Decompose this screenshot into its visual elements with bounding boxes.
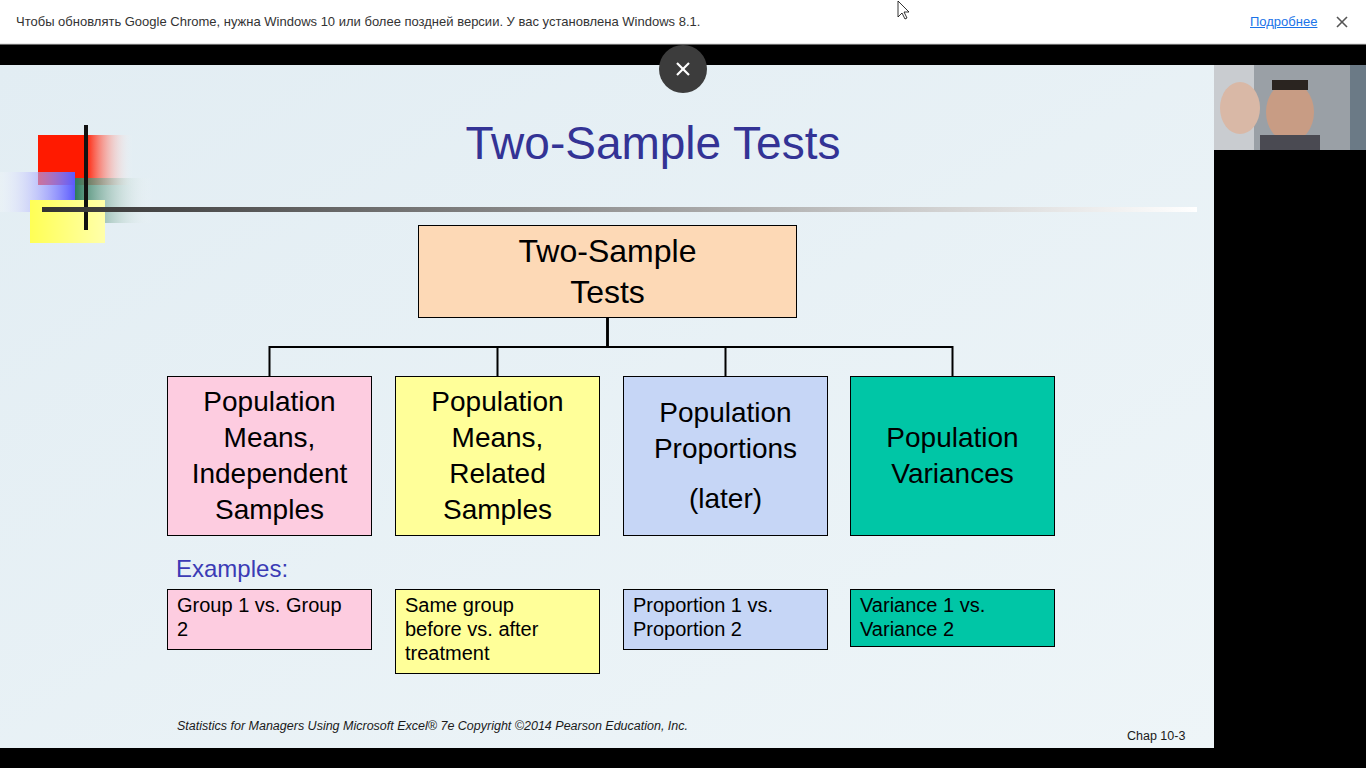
- close-icon: [677, 63, 689, 75]
- category-box: Population Variances: [850, 376, 1055, 536]
- box-text: Variance 1 vs. Variance 2: [860, 593, 1025, 641]
- info-bar: [0, 0, 1366, 44]
- box-text: Two-Sample Tests: [510, 231, 706, 313]
- box-text: Population Means, Independent Samples: [172, 384, 368, 527]
- webcam-thumbnail: [1214, 65, 1366, 150]
- box-text: Proportion 1 vs. Proportion 2: [633, 593, 798, 641]
- example-box: Same group before vs. after treatment: [395, 589, 600, 674]
- mouse-cursor: [898, 1, 909, 19]
- box-text: Population Variances: [855, 420, 1051, 492]
- category-box: Population Means, Related Samples: [395, 376, 600, 536]
- slide-ground: [0, 65, 1214, 748]
- tree-connector: [270, 318, 608, 376]
- box-text: Population Proportions: [628, 395, 824, 467]
- example-box: Variance 1 vs. Variance 2: [850, 589, 1055, 647]
- bar-close-icon: [1337, 17, 1347, 27]
- example-box: Proportion 1 vs. Proportion 2: [623, 589, 828, 650]
- slide-footer: Statistics for Managers Using Microsoft …: [177, 719, 688, 733]
- slide-title: Two-Sample Tests: [303, 116, 1003, 170]
- tree-connector: [498, 318, 608, 376]
- box-text: Same group before vs. after treatment: [405, 593, 570, 665]
- root-box: Two-Sample Tests: [418, 225, 797, 318]
- example-box: Group 1 vs. Group 2: [167, 589, 372, 650]
- slide-number: Chap 10-3: [1127, 729, 1185, 743]
- logo-cross-vertical: [84, 125, 88, 230]
- category-box: Population Proportions (later): [623, 376, 828, 536]
- box-note: (later): [689, 481, 762, 517]
- title-rule: [42, 207, 1197, 212]
- box-text: Population Means, Related Samples: [400, 384, 596, 527]
- logo-yellow: [30, 200, 105, 243]
- close-button: [659, 45, 707, 93]
- box-text: Group 1 vs. Group 2: [177, 593, 342, 641]
- tree-connector: [608, 318, 953, 376]
- browser-notice: Чтобы обновлять Google Chrome, нужна Win…: [16, 14, 700, 29]
- category-box: Population Means, Independent Samples: [167, 376, 372, 536]
- info-bar-border: [0, 44, 1366, 45]
- examples-heading: Examples:: [176, 555, 288, 583]
- browser-link: Подробнее: [1250, 14, 1317, 29]
